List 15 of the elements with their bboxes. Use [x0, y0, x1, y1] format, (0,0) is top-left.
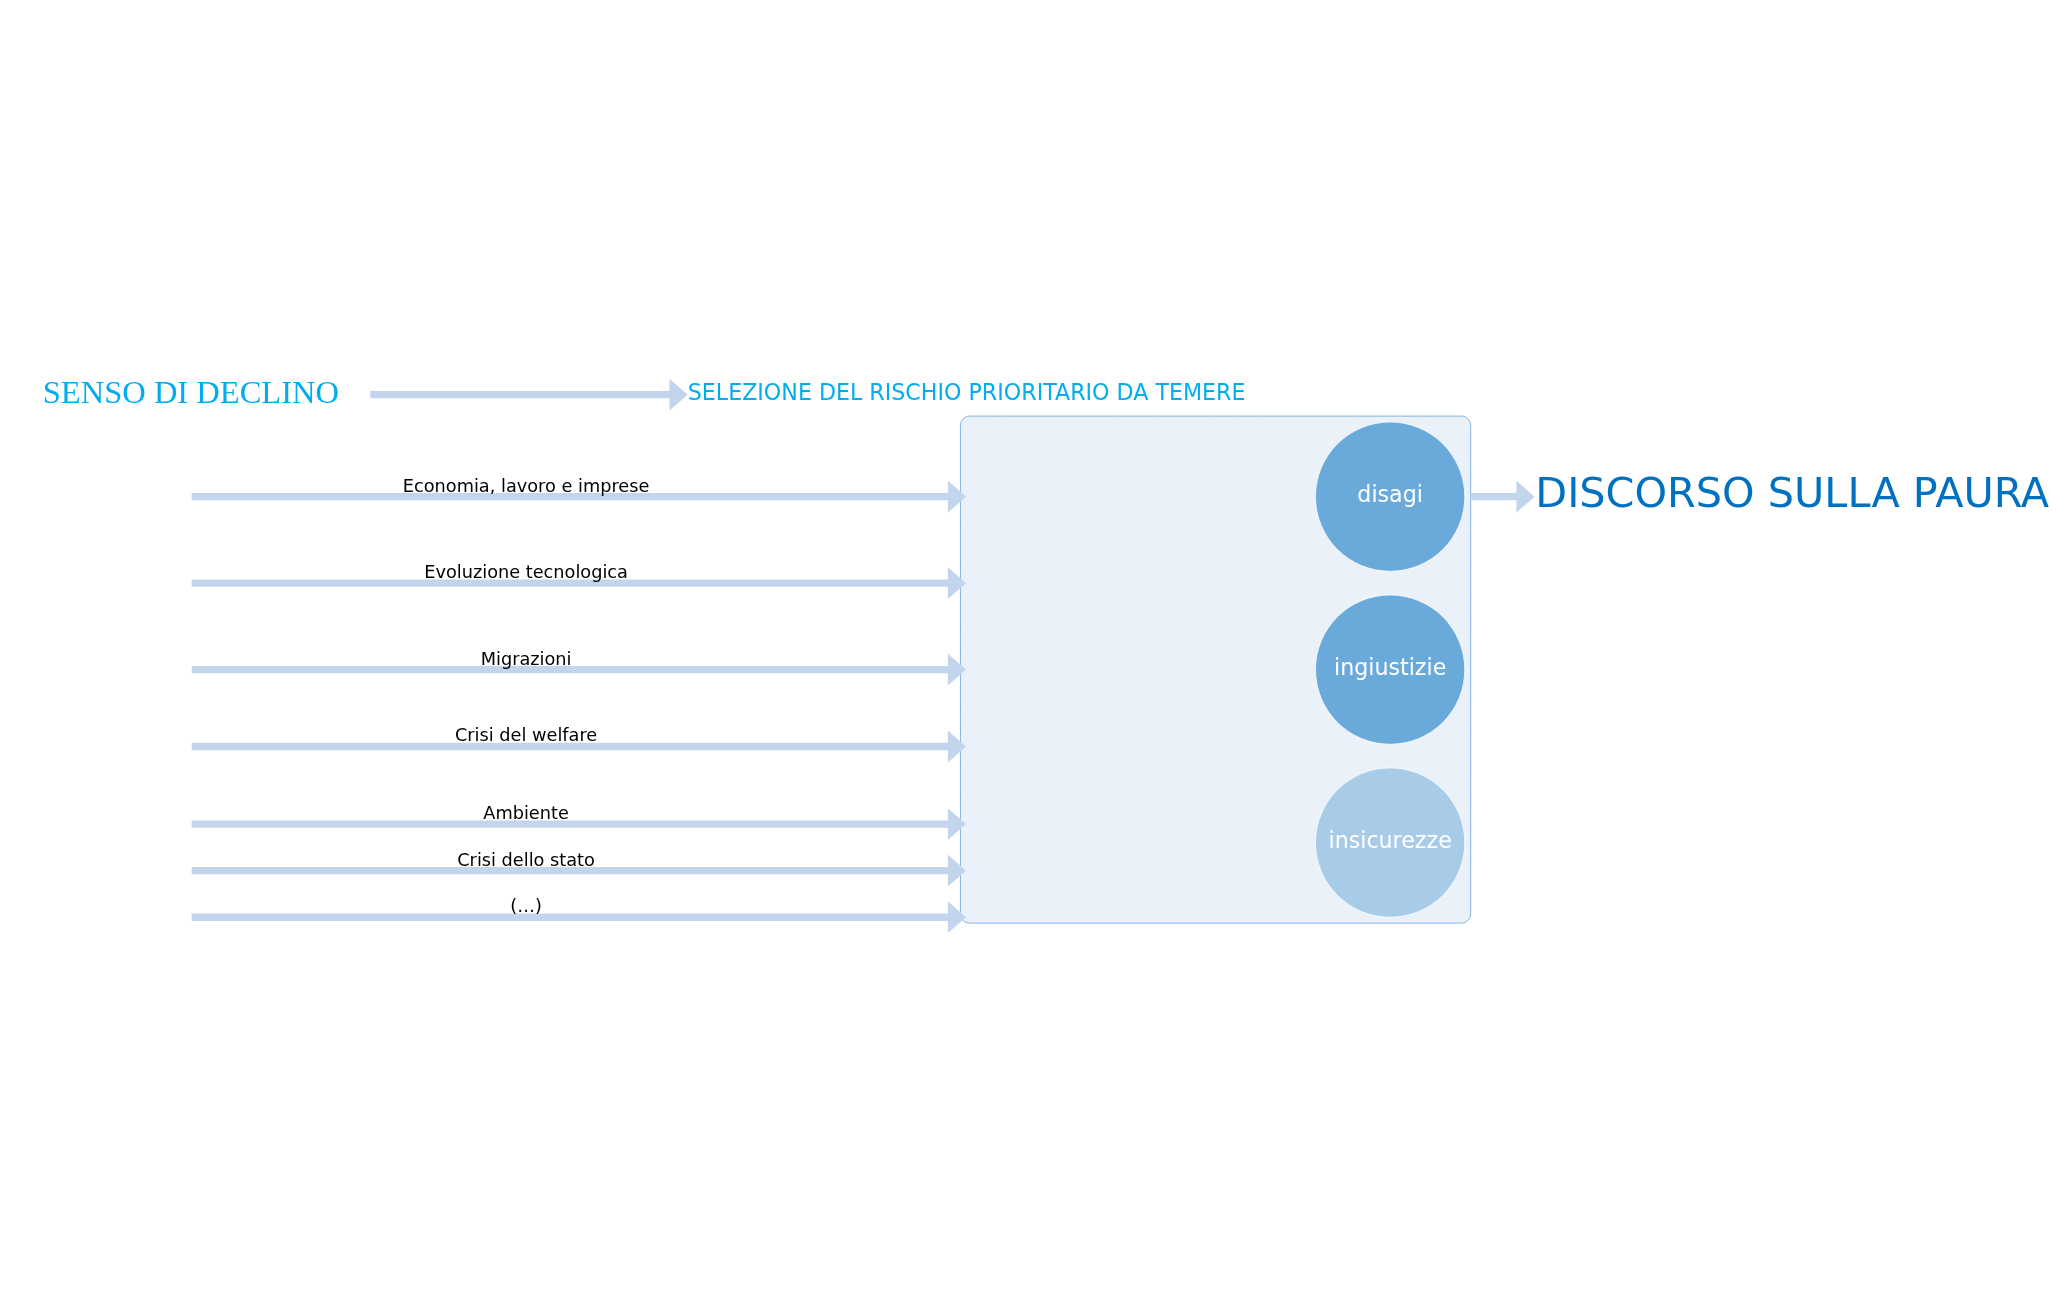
edge-label: Crisi dello stato: [457, 849, 595, 870]
arrow: [1470, 480, 1535, 513]
node-circle: ingiustizie: [1315, 594, 1466, 745]
edge-label: Migrazioni: [480, 648, 572, 669]
cluster: [960, 415, 1472, 923]
edge-label: (…): [510, 895, 542, 916]
edge-label: Economia, lavoro e imprese: [402, 475, 650, 496]
edge-label: Evoluzione tecnologica: [424, 561, 628, 582]
edge-label: Ambiente: [483, 802, 569, 823]
edge-label: Crisi del welfare: [454, 724, 598, 745]
node-text: DISCORSO SULLA PAURA: [1535, 468, 2050, 517]
node-text: SENSO DI DECLINO: [42, 373, 340, 410]
node-circle: disagi: [1315, 421, 1466, 572]
node-circle: insicurezze: [1315, 767, 1466, 918]
node-text: SELEZIONE DEL RISCHIO PRIORITARIO DA TEMERE: [687, 378, 1246, 405]
